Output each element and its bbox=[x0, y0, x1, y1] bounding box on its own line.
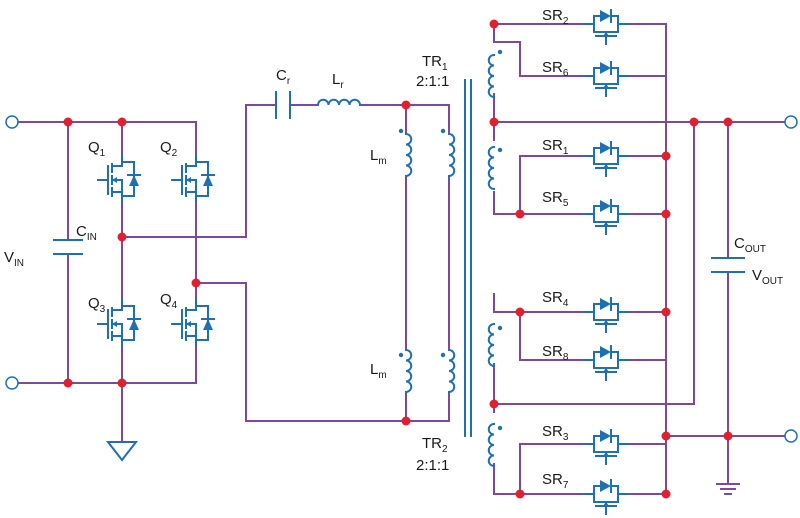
label-sr3: SR3 bbox=[542, 423, 569, 443]
label-sr6: SR6 bbox=[542, 59, 569, 79]
resonant-inductor bbox=[316, 98, 362, 107]
label-tr1: TR1 bbox=[422, 53, 448, 73]
label-tr2-ratio: 2:1:1 bbox=[416, 457, 449, 474]
mosfet-q4 bbox=[171, 299, 215, 347]
label-q1: Q1 bbox=[88, 139, 106, 159]
tr1-secondary-winding-b bbox=[487, 145, 496, 191]
vin-negative-terminal bbox=[5, 376, 19, 390]
mosfet-sr6 bbox=[583, 61, 629, 97]
label-cout: COUT bbox=[734, 235, 766, 255]
polarity-dots bbox=[398, 49, 503, 431]
tr1-primary-winding bbox=[447, 132, 456, 178]
magnetizing-inductor-1 bbox=[404, 132, 413, 178]
tr2-secondary-winding-a bbox=[487, 322, 496, 368]
label-vout: VOUT bbox=[752, 267, 783, 287]
label-lm-2: Lm bbox=[370, 361, 387, 381]
label-sr5: SR5 bbox=[542, 189, 569, 209]
label-sr1: SR1 bbox=[542, 137, 569, 157]
input-capacitor bbox=[53, 239, 83, 255]
label-sr7: SR7 bbox=[542, 471, 569, 491]
label-lr: Lr bbox=[332, 71, 344, 91]
mosfet-q1 bbox=[97, 155, 141, 203]
label-lm-1: Lm bbox=[370, 147, 387, 167]
vin-positive-terminal bbox=[5, 115, 19, 129]
transformer-core bbox=[464, 79, 472, 437]
vout-negative-terminal bbox=[784, 429, 798, 443]
tr1-secondary-winding-a bbox=[487, 53, 496, 99]
output-capacitor bbox=[711, 257, 745, 273]
label-q4: Q4 bbox=[160, 291, 178, 311]
label-vin: VIN bbox=[4, 249, 24, 269]
wiring bbox=[17, 23, 787, 495]
output-ground-symbol bbox=[716, 483, 740, 495]
mosfet-sr3 bbox=[583, 429, 629, 465]
magnetizing-inductor-2 bbox=[404, 348, 413, 394]
label-q2: Q2 bbox=[160, 139, 178, 159]
label-q3: Q3 bbox=[88, 295, 106, 315]
label-sr8: SR8 bbox=[542, 343, 569, 363]
label-tr1-ratio: 2:1:1 bbox=[416, 73, 449, 90]
tr2-secondary-winding-b bbox=[487, 422, 496, 468]
input-ground-symbol bbox=[105, 441, 139, 462]
vout-positive-terminal bbox=[784, 115, 798, 129]
mosfet-sr5 bbox=[583, 199, 629, 235]
terminals bbox=[5, 115, 798, 443]
label-sr2: SR2 bbox=[542, 7, 569, 27]
label-tr2: TR2 bbox=[422, 435, 448, 455]
mosfet-q2 bbox=[171, 155, 215, 203]
mosfet-sr4 bbox=[583, 297, 629, 333]
mosfet-sr7 bbox=[583, 479, 629, 515]
mosfet-sr8 bbox=[583, 345, 629, 381]
tr2-primary-winding bbox=[447, 348, 456, 394]
mosfet-sr1 bbox=[583, 141, 629, 177]
label-cin: CIN bbox=[76, 223, 97, 243]
resonant-capacitor bbox=[275, 91, 291, 119]
label-sr4: SR4 bbox=[542, 289, 569, 309]
label-cr: Cr bbox=[276, 67, 291, 87]
junction-nodes bbox=[63, 19, 733, 499]
mosfet-sr2 bbox=[583, 9, 629, 45]
